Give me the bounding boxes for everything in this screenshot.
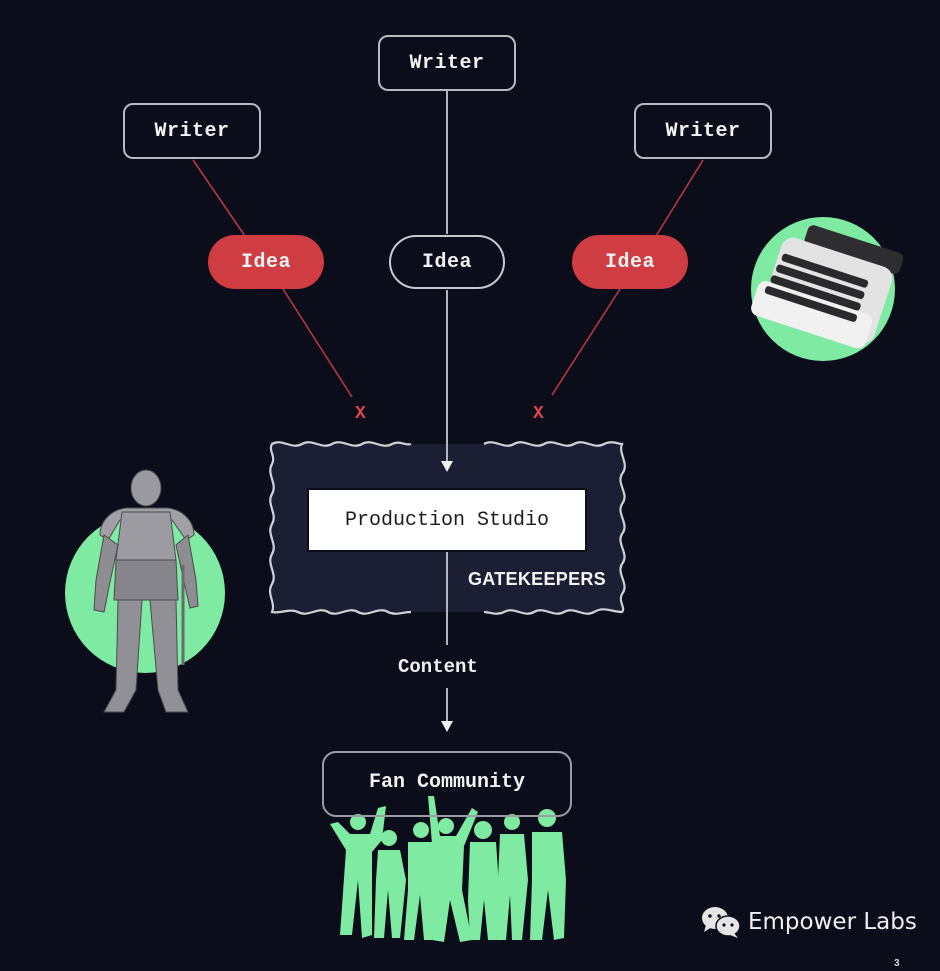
content-flow-label: Content — [398, 656, 478, 678]
arrowhead-into-studio — [441, 461, 453, 472]
page-number: 3 — [894, 958, 900, 969]
fan-crowd-illustration — [330, 796, 566, 942]
idea-node-rejected-right: Idea — [572, 235, 688, 289]
idea-label: Idea — [421, 250, 472, 274]
idea-node-rejected-left: Idea — [208, 235, 324, 289]
fan-figure — [374, 830, 406, 938]
writer-node-left: Writer — [123, 103, 261, 159]
gatekeepers-label: GATEKEEPERS — [468, 569, 606, 589]
brand-name: Empower Labs — [748, 909, 917, 935]
fan-figure — [428, 796, 478, 942]
production-studio-label: Production Studio — [344, 508, 550, 532]
fan-figure — [330, 806, 386, 938]
connector-writer1-idea1 — [192, 159, 246, 237]
fan-community-label: Fan Community — [368, 771, 526, 794]
connector-idea3-studio — [551, 288, 621, 396]
idea-node-accepted: Idea — [389, 235, 505, 289]
fan-figure — [468, 821, 500, 940]
connector-writer3-idea3 — [655, 159, 704, 237]
fan-community-box: Fan Community — [322, 751, 572, 817]
writer-label: Writer — [154, 119, 230, 143]
production-studio-box: Production Studio — [307, 488, 587, 552]
connector-idea1-studio — [282, 288, 353, 398]
writer-label: Writer — [665, 119, 741, 143]
fan-figure — [530, 809, 566, 940]
wechat-icon — [702, 907, 741, 938]
fan-figure — [404, 822, 438, 940]
fan-figure — [496, 814, 528, 940]
writer-label: Writer — [409, 51, 485, 75]
idea-label: Idea — [604, 250, 655, 274]
writer-node-center: Writer — [378, 35, 516, 91]
writer-node-right: Writer — [634, 103, 772, 159]
brand-watermark: Empower Labs — [700, 905, 917, 939]
arrowhead-into-fans — [441, 721, 453, 732]
gatekeepers-panel-border-right — [483, 441, 626, 615]
knight-illustration — [65, 469, 225, 713]
gatekeepers-panel-border-left — [268, 441, 412, 615]
idea-label: Idea — [240, 250, 291, 274]
rejection-mark-right: X — [533, 404, 544, 424]
rejection-mark-left: X — [355, 404, 366, 424]
typewriter-illustration — [751, 217, 904, 361]
